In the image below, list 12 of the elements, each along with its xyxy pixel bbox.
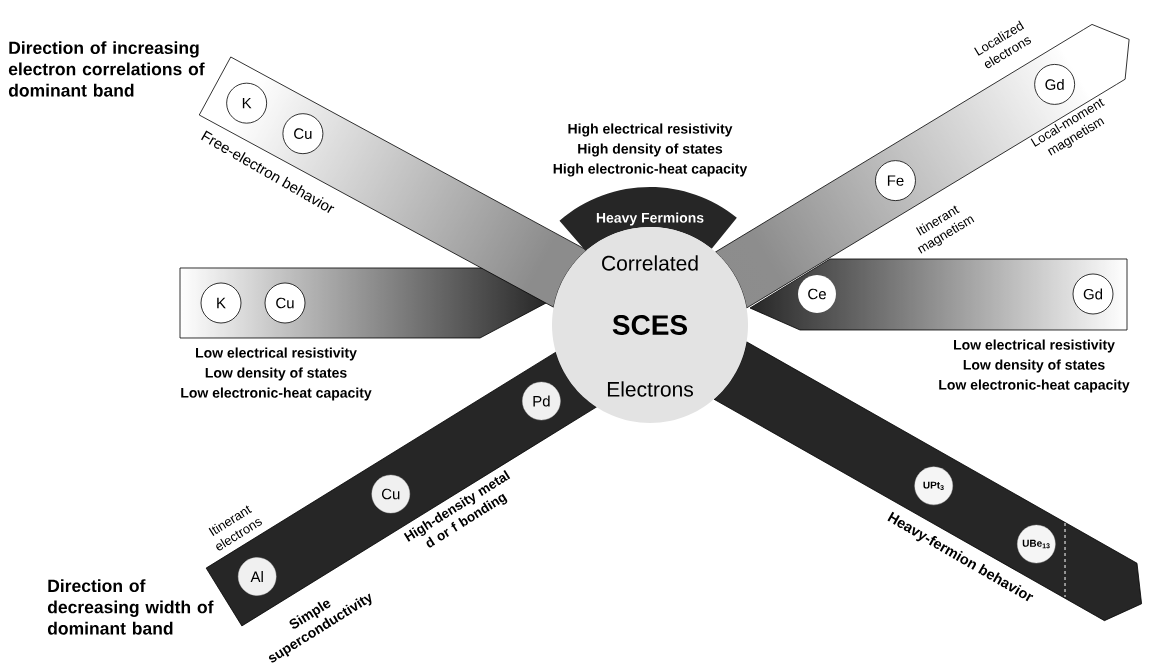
annotation: Low electronic-heat capacity bbox=[181, 387, 372, 401]
annotation: Low density of states bbox=[205, 367, 347, 381]
annotation: Low electrical resistivity bbox=[954, 339, 1115, 353]
annotation: Direction of increasing electron correlations of dominant band bbox=[8, 41, 205, 97]
annotation: High density of states bbox=[578, 143, 723, 157]
annotation: High electrical resistivity bbox=[568, 123, 733, 137]
annotation: Low electrical resistivity bbox=[196, 347, 357, 361]
gradient-band bbox=[713, 341, 1142, 622]
annotation: Low density of states bbox=[963, 359, 1105, 373]
arc-band: Heavy Fermions bbox=[559, 187, 737, 252]
annotation: Low electronic-heat capacity bbox=[939, 379, 1130, 393]
annotation: Direction of decreasing width of dominant band bbox=[47, 579, 214, 635]
